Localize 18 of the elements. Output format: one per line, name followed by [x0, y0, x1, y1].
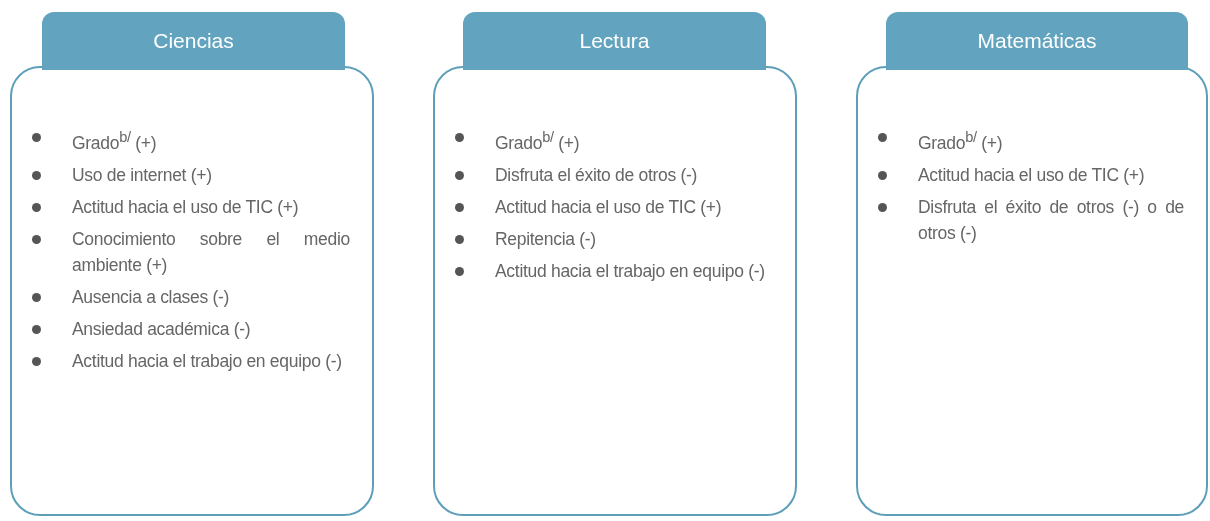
list-item: Actitud hacia el uso de TIC (+) — [495, 195, 723, 219]
list-item: Ausencia a clases (-) — [72, 285, 231, 309]
list-item: Ansiedad académica (-) — [72, 317, 252, 341]
list-item: Disfruta el éxito de otros (-) — [495, 163, 699, 187]
list-item: Actitud hacia el trabajo en equipo (-) — [72, 349, 343, 373]
list-item: Grado$^{b/}$ (+) — [495, 128, 581, 155]
list-item: Actitud hacia el trabajo en equipo (-) — [495, 259, 766, 283]
list-item: Repitencia (-) — [495, 227, 597, 251]
list-item: Actitud hacia el uso de TIC (+) — [72, 195, 300, 219]
list-item: Grado$^{b/}$ (+) — [918, 128, 1004, 155]
panel-heading: Lectura — [579, 29, 650, 53]
panel-heading: Matemáticas — [977, 29, 1097, 53]
panel-heading: Ciencias — [153, 29, 234, 53]
list-item: Disfruta el éxito de otros (-) o de otros (-) — [918, 195, 1184, 245]
list-item: Conocimiento sobre el medio ambiente (+) — [72, 227, 350, 277]
list-item: Grado$^{b/}$ (+) — [72, 128, 158, 155]
list-item: Actitud hacia el uso de TIC (+) — [918, 163, 1146, 187]
list-item: Uso de internet (+) — [72, 163, 213, 187]
